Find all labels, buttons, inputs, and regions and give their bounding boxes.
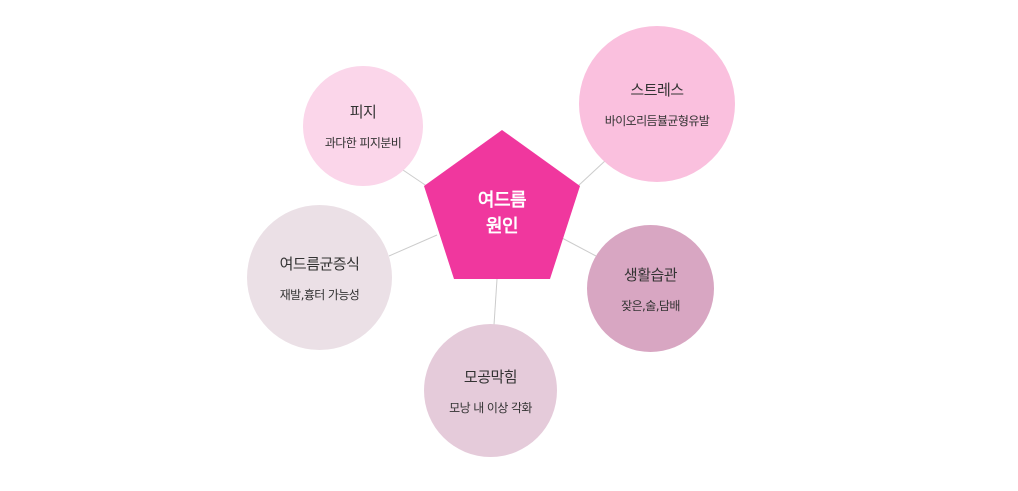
node-syndrome-desc: 재발,흉터 가능성 [279, 287, 360, 302]
node-syndrome-title: 여드름균증식 [279, 254, 360, 273]
center-label: 여드름 원인 [424, 188, 580, 240]
connector-stress [577, 159, 607, 187]
connector-syndrome [388, 234, 438, 257]
node-piji-title: 피지 [349, 103, 377, 121]
node-piji: 피지 과다한 피지분비 [303, 66, 423, 186]
node-pore: 모공막힘 모낭 내 이상 각화 [424, 324, 557, 457]
node-syndrome: 여드름균증식 재발,흉터 가능성 [247, 205, 392, 350]
node-piji-desc: 과다한 피지분비 [324, 136, 402, 150]
node-stress: 스트레스 바이오리듬뷸균형유발 [579, 26, 735, 182]
node-habit: 생활습관 잦은,술,담배 [587, 225, 714, 352]
node-habit-desc: 잦은,술,담배 [621, 298, 680, 313]
node-pore-desc: 모낭 내 이상 각화 [449, 400, 532, 415]
center-label-line2: 원인 [485, 216, 519, 237]
connector-pore [493, 278, 498, 326]
node-pore-title: 모공막힘 [463, 367, 518, 386]
center-pentagon [424, 130, 580, 279]
center-label-line1: 여드름 [477, 190, 527, 211]
connector-habit [561, 237, 597, 257]
node-stress-title: 스트레스 [630, 81, 684, 99]
node-stress-desc: 바이오리듬뷸균형유발 [604, 114, 710, 128]
node-habit-title: 생활습관 [623, 265, 678, 284]
